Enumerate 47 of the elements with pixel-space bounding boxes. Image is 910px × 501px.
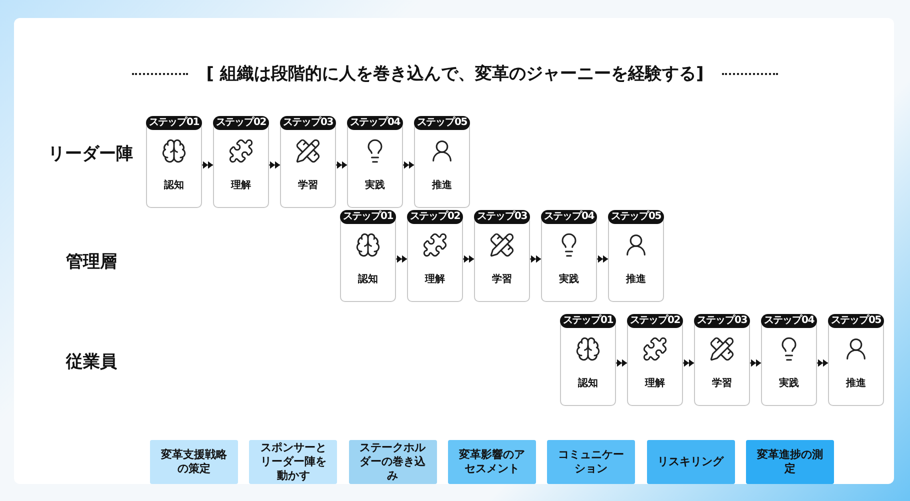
activity-box: [547, 440, 636, 484]
activity-label: リスキリング: [656, 455, 725, 469]
step-label: 実践: [779, 376, 799, 390]
row-label: 管理層: [66, 251, 117, 273]
step-badge: ステップ04: [346, 116, 404, 130]
step-badge: ステップ05: [414, 116, 470, 130]
step-badge: ステップ02: [406, 210, 464, 224]
step-badge: ステップ05: [828, 314, 884, 328]
activity-box: [746, 440, 834, 484]
activity-label: コミュニケーション: [557, 448, 626, 476]
step-label: 認知: [164, 178, 184, 192]
step-label: 理解: [645, 376, 665, 390]
activity-label: スポンサーとリーダー陣を動かす: [259, 441, 328, 483]
step-label: 認知: [358, 272, 378, 286]
activity-box: [448, 440, 536, 484]
step-label: 実践: [559, 272, 579, 286]
step-badge: ステップ04: [540, 210, 598, 224]
activity-label: 変革支援戦略の策定: [160, 448, 228, 476]
step-label: 学習: [492, 272, 512, 286]
step-badge: ステップ02: [212, 116, 270, 130]
step-badge: ステップ03: [694, 314, 750, 328]
step-badge: ステップ03: [474, 210, 530, 224]
activity-box: [249, 440, 338, 484]
step-badge: ステップ05: [608, 210, 664, 224]
step-badge: ステップ01: [340, 210, 396, 224]
step-label: 学習: [298, 178, 318, 192]
step-badge: ステップ01: [560, 314, 616, 328]
step-label: 推進: [626, 272, 646, 286]
step-label: 推進: [432, 178, 452, 192]
step-label: 理解: [425, 272, 445, 286]
row-label: リーダー陣: [48, 143, 133, 165]
activity-label: 変革進捗の測定: [756, 448, 824, 476]
step-label: 認知: [578, 376, 598, 390]
activity-box: [348, 440, 437, 484]
step-badge: ステップ02: [626, 314, 684, 328]
activity-label: 変革影響のアセスメント: [458, 448, 526, 476]
step-badge: ステップ04: [760, 314, 818, 328]
step-label: 実践: [365, 178, 385, 192]
step-label: 学習: [712, 376, 732, 390]
step-badge: ステップ03: [280, 116, 336, 130]
row-label: 従業員: [66, 351, 117, 373]
activity-box: [150, 440, 238, 484]
step-badge: ステップ01: [146, 116, 202, 130]
step-label: 推進: [846, 376, 866, 390]
activity-label: ステークホルダーの巻き込み: [358, 441, 427, 483]
activity-box: [646, 440, 734, 484]
step-label: 理解: [231, 178, 251, 192]
